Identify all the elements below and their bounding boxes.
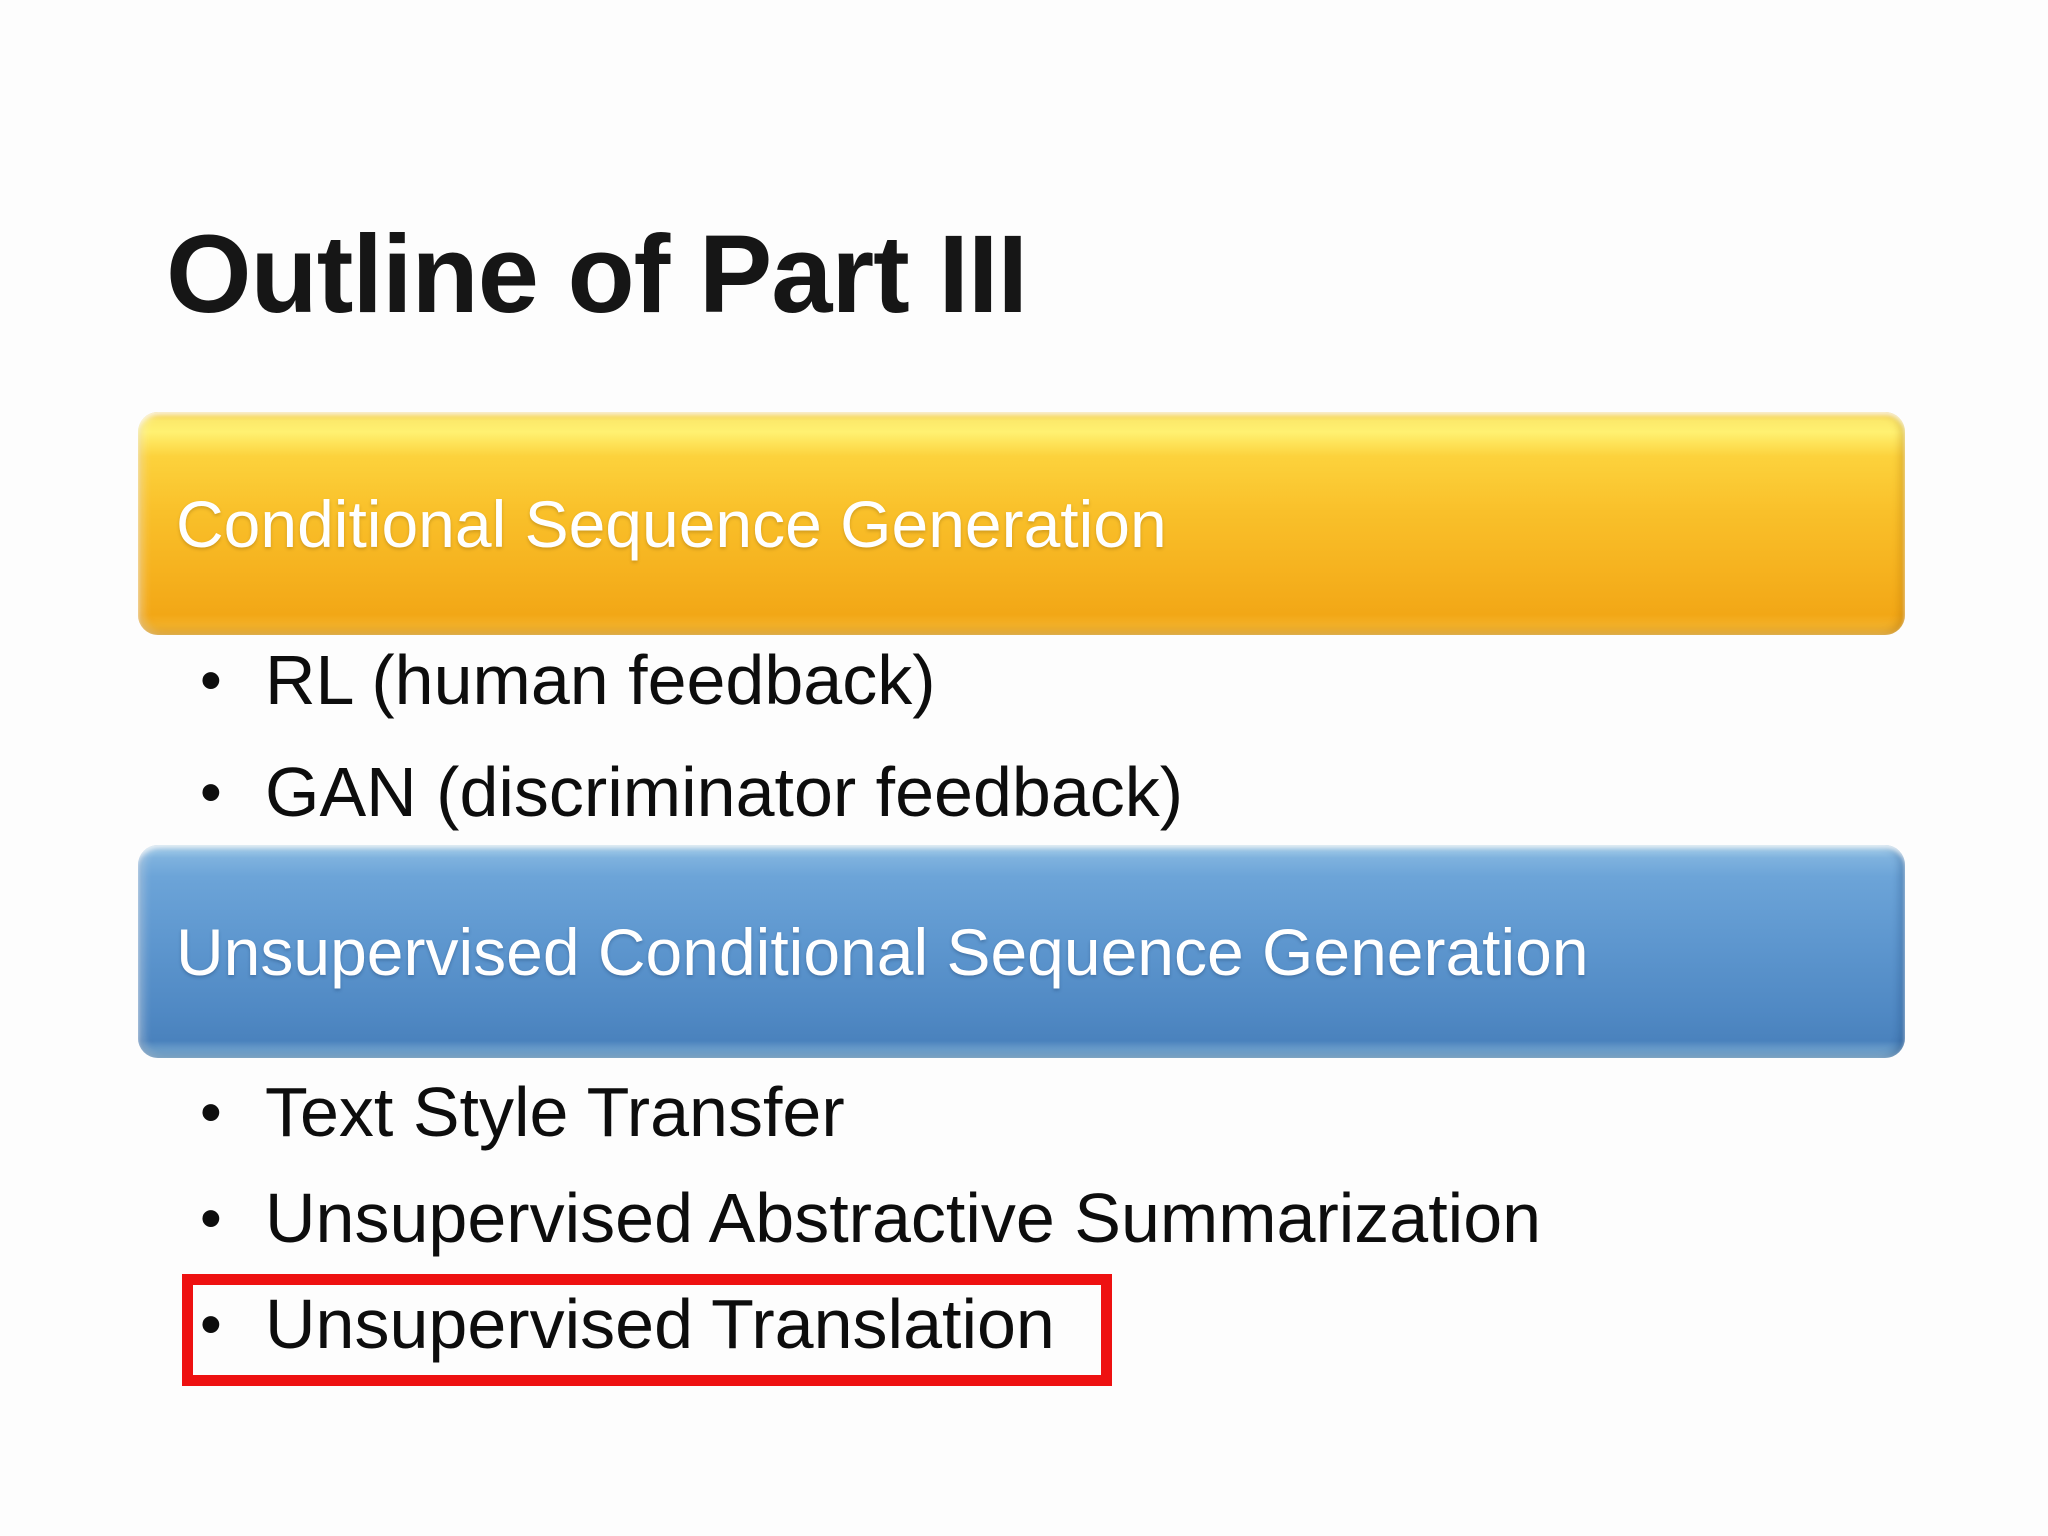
bullet-item-rl: • RL (human feedback) — [200, 624, 1183, 736]
bullet-label: GAN (discriminator feedback) — [265, 753, 1184, 831]
bullet-item-gan: • GAN (discriminator feedback) — [200, 736, 1183, 848]
bullet-label: Text Style Transfer — [265, 1073, 845, 1151]
bullet-label: Unsupervised Abstractive Summarization — [265, 1179, 1542, 1257]
bullet-icon: • — [200, 1183, 222, 1253]
bullet-list-conditional: • RL (human feedback) • GAN (discriminat… — [200, 624, 1183, 848]
banner-unsupervised-conditional-sequence-generation: Unsupervised Conditional Sequence Genera… — [138, 845, 1905, 1058]
bullet-icon: • — [200, 1077, 222, 1147]
bullet-label: Unsupervised Translation — [265, 1285, 1055, 1363]
bullet-item-unsupervised-translation: • Unsupervised Translation — [200, 1271, 1541, 1377]
slide-title: Outline of Part III — [166, 212, 1028, 336]
banner-label: Conditional Sequence Generation — [176, 486, 1167, 561]
banner-conditional-sequence-generation: Conditional Sequence Generation — [138, 412, 1905, 635]
bullet-item-unsupervised-abstractive-summarization: • Unsupervised Abstractive Summarization — [200, 1165, 1541, 1271]
bullet-icon: • — [200, 757, 222, 827]
bullet-label: RL (human feedback) — [265, 641, 936, 719]
banner-label: Unsupervised Conditional Sequence Genera… — [176, 914, 1589, 989]
bullet-icon: • — [200, 645, 222, 715]
bullet-list-unsupervised: • Text Style Transfer • Unsupervised Abs… — [200, 1059, 1541, 1377]
bullet-item-text-style-transfer: • Text Style Transfer — [200, 1059, 1541, 1165]
bullet-icon: • — [200, 1289, 222, 1359]
